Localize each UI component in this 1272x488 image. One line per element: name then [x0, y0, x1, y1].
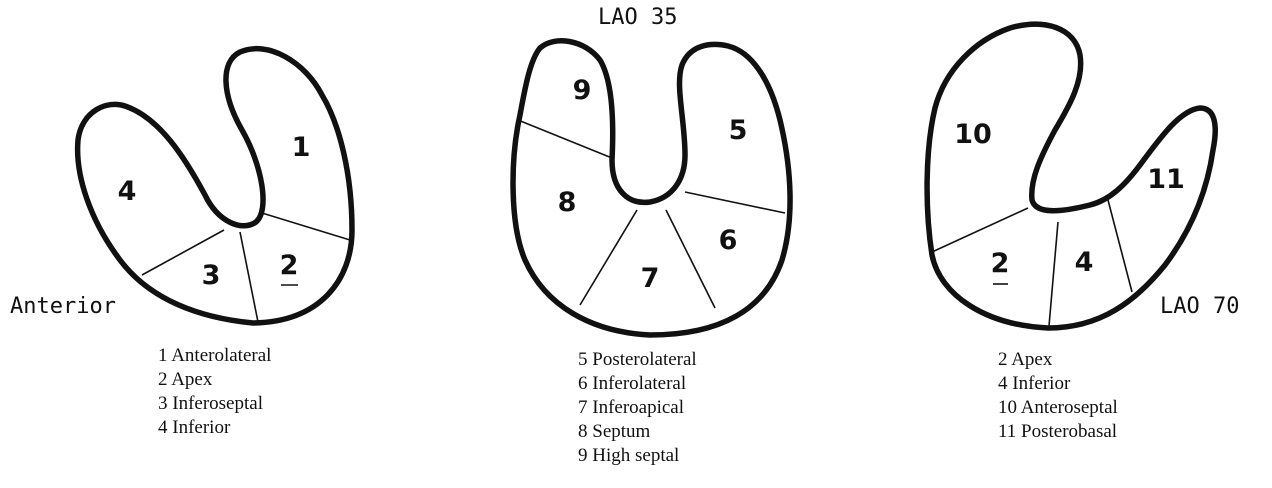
- legend-item: 5 Posterolateral: [578, 348, 697, 372]
- middle-divider-7-8: [580, 210, 637, 305]
- right-ventricle-view: 10 11 2 4 LAO 70: [927, 24, 1239, 328]
- middle-divider-8-9: [518, 120, 612, 158]
- middle-divider-6-7: [666, 210, 715, 308]
- left-divider-1-2: [262, 213, 350, 240]
- right-divider-4-11: [1108, 200, 1132, 292]
- segment-label-3: 3: [202, 260, 221, 291]
- legend-item: 9 High septal: [578, 444, 697, 468]
- view-label-lao35: LAO 35: [598, 5, 677, 30]
- legend-item: 3 Inferoseptal: [158, 392, 271, 416]
- left-divider-2-3: [240, 232, 258, 322]
- legend-item: 4 Inferior: [158, 416, 271, 440]
- segment-label-2-right: 2: [991, 248, 1010, 279]
- segment-label-10: 10: [954, 119, 992, 150]
- segment-label-9: 9: [573, 75, 592, 106]
- legend-item: 6 Inferolateral: [578, 372, 697, 396]
- segment-label-2: 2: [280, 250, 299, 281]
- segment-label-1: 1: [292, 132, 311, 163]
- right-legend: 2 Apex 4 Inferior 10 Anteroseptal 11 Pos…: [998, 348, 1118, 444]
- segment-label-11: 11: [1147, 164, 1185, 195]
- right-divider-10-2: [932, 208, 1028, 252]
- legend-item: 4 Inferior: [998, 372, 1118, 396]
- middle-divider-5-6: [685, 192, 785, 213]
- legend-item: 2 Apex: [998, 348, 1118, 372]
- middle-ventricle-view: 9 5 8 6 7 LAO 35: [513, 5, 790, 335]
- legend-item: 11 Posterobasal: [998, 420, 1118, 444]
- segment-label-8: 8: [558, 187, 577, 218]
- segment-label-4-right: 4: [1075, 247, 1094, 278]
- legend-item: 8 Septum: [578, 420, 697, 444]
- segment-label-4: 4: [118, 176, 137, 207]
- middle-legend: 5 Posterolateral 6 Inferolateral 7 Infer…: [578, 348, 697, 468]
- segment-label-6: 6: [719, 225, 738, 256]
- segment-label-7: 7: [641, 263, 660, 294]
- view-label-anterior: Anterior: [10, 294, 116, 319]
- legend-item: 1 Anterolateral: [158, 344, 271, 368]
- left-ventricle-view: 4 1 3 2 Anterior: [10, 49, 352, 323]
- legend-item: 10 Anteroseptal: [998, 396, 1118, 420]
- legend-item: 2 Apex: [158, 368, 271, 392]
- segment-label-5: 5: [729, 115, 748, 146]
- right-divider-2-4: [1049, 222, 1058, 326]
- legend-item: 7 Inferoapical: [578, 396, 697, 420]
- view-label-lao70: LAO 70: [1160, 294, 1239, 319]
- left-legend: 1 Anterolateral 2 Apex 3 Inferoseptal 4 …: [158, 344, 271, 440]
